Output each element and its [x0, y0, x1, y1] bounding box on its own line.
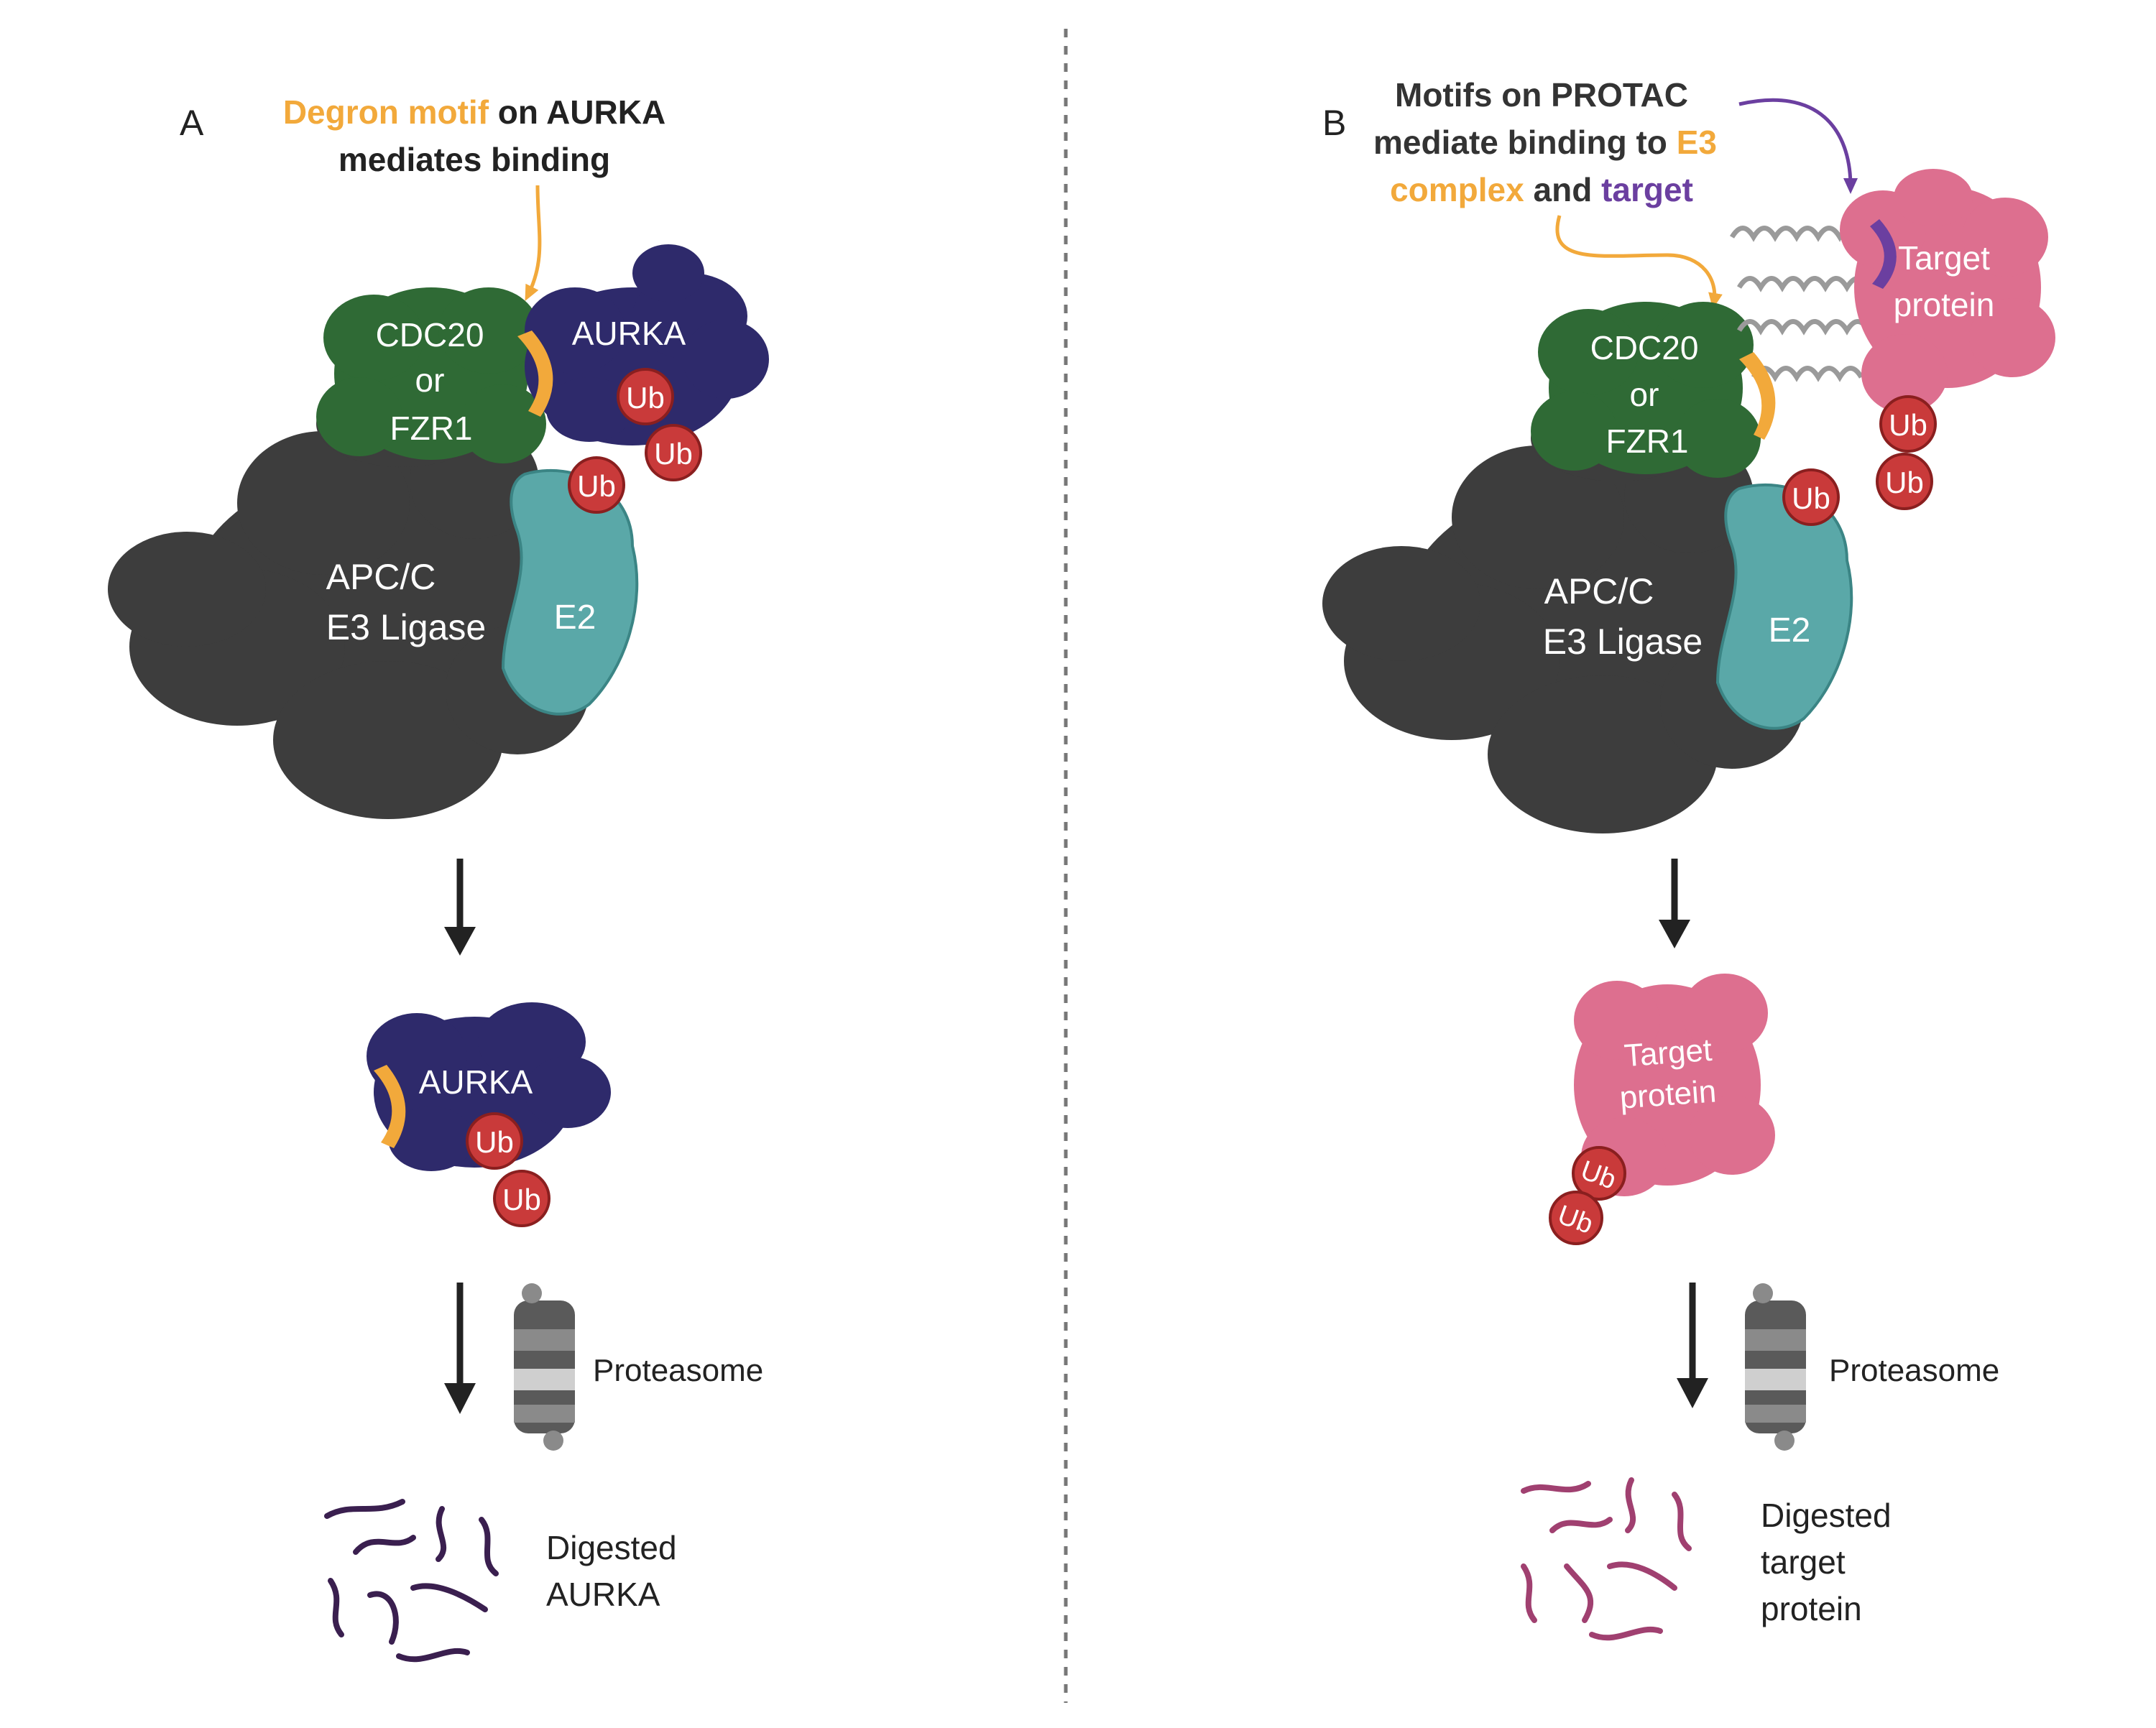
digested-peptides-a	[324, 1499, 499, 1663]
ub-b-target-2: Ub	[1876, 453, 1933, 510]
cdc20-b-line2: or	[1630, 376, 1659, 413]
panel-b: B Motifs on PROTAC mediate binding to E3…	[1322, 76, 2055, 1641]
cdc20-protein	[316, 287, 546, 463]
svg-text:Ub: Ub	[577, 469, 616, 503]
digested-b-line2: target	[1761, 1543, 1846, 1581]
aurka-released	[367, 1002, 611, 1171]
degron-motif-text: Degron motif	[283, 93, 489, 131]
cdc20-b-line1: CDC20	[1590, 329, 1699, 366]
panel-b-title-line3: complex and target	[1390, 171, 1693, 208]
ub-b-e2: Ub	[1782, 468, 1840, 526]
e2-label: E2	[554, 599, 596, 637]
panel-b-letter: B	[1322, 103, 1346, 143]
on-aurka-text: on AURKA	[489, 93, 665, 131]
proteasome-icon-b	[1745, 1283, 1806, 1451]
ub-a-e2: Ub	[568, 456, 625, 514]
panel-a: A Degron motif on AURKA mediates binding…	[108, 93, 769, 1663]
digested-a-line1: Digested	[546, 1529, 677, 1566]
e3-arrow	[1555, 215, 1723, 309]
cdc20-b-line3: FZR1	[1606, 422, 1689, 460]
degron-motif	[517, 331, 553, 417]
svg-text:Ub: Ub	[475, 1125, 514, 1159]
ub-b-released-2: Ub	[1549, 1191, 1603, 1245]
digested-b-line1: Digested	[1761, 1497, 1892, 1534]
target-released	[1574, 974, 1775, 1196]
target-released-line1: Target	[1623, 1032, 1713, 1073]
cdc20-protein-b	[1531, 302, 1761, 478]
target-b-line2: protein	[1894, 286, 1995, 323]
panel-a-title-line1: Degron motif on AURKA	[283, 93, 665, 131]
cdc20-line2: or	[415, 361, 445, 399]
apc-label-line2: E3 Ligase	[326, 607, 486, 647]
panel-a-letter: A	[180, 103, 204, 143]
apc-b-line2: E3 Ligase	[1543, 622, 1703, 662]
svg-text:Ub: Ub	[626, 381, 665, 415]
digested-peptides-b	[1521, 1477, 1692, 1641]
protac-helices	[1729, 226, 1871, 382]
aurka-label: AURKA	[572, 315, 686, 352]
digested-a-line2: AURKA	[546, 1576, 660, 1613]
ub-a-released-1: Ub	[466, 1112, 523, 1170]
e3-binding-motif	[1739, 352, 1776, 440]
target-b-line1: Target	[1898, 239, 1990, 277]
degron-motif-released	[374, 1065, 406, 1148]
cdc20-line3: FZR1	[390, 410, 473, 447]
svg-text:Ub: Ub	[1792, 481, 1830, 515]
aurka-released-label: AURKA	[419, 1063, 533, 1101]
digested-b-line3: protein	[1761, 1590, 1862, 1627]
svg-text:Ub: Ub	[1885, 466, 1924, 499]
ub-a-2: Ub	[645, 424, 702, 481]
arrow-b-1-head	[1659, 920, 1690, 948]
ub-a-released-2: Ub	[493, 1170, 550, 1227]
target-protein	[1840, 169, 2055, 413]
panel-a-title-line2: mediates binding	[338, 141, 610, 178]
degron-arrow	[525, 185, 542, 301]
ub-b-released-1: Ub	[1572, 1146, 1626, 1201]
proteasome-label-a: Proteasome	[593, 1353, 763, 1388]
aurka-protein	[525, 244, 769, 445]
arrow-a-1-head	[444, 927, 476, 956]
proteasome-label-b: Proteasome	[1829, 1353, 1999, 1388]
target-binding-motif	[1870, 219, 1897, 289]
svg-text:Ub: Ub	[1889, 408, 1927, 442]
panel-b-title-line1: Motifs on PROTAC	[1395, 76, 1688, 114]
target-arrow	[1738, 98, 1858, 194]
ub-b-target-1: Ub	[1879, 395, 1937, 453]
e2-b-label: E2	[1769, 611, 1811, 650]
target-released-line2: protein	[1618, 1073, 1718, 1115]
arrow-a-2-head	[444, 1383, 476, 1414]
cdc20-line1: CDC20	[376, 316, 484, 354]
panel-b-title-line2: mediate binding to E3	[1373, 124, 1717, 161]
apc-b-line1: APC/C	[1544, 571, 1654, 611]
apc-label-line1: APC/C	[326, 557, 436, 597]
e2-protein	[501, 468, 639, 716]
proteasome-icon	[514, 1283, 575, 1451]
svg-text:Ub: Ub	[502, 1183, 541, 1216]
ub-a-1: Ub	[617, 368, 674, 425]
e2-protein-b	[1715, 483, 1853, 730]
arrow-b-2-head	[1677, 1378, 1708, 1408]
svg-text:Ub: Ub	[654, 437, 693, 471]
